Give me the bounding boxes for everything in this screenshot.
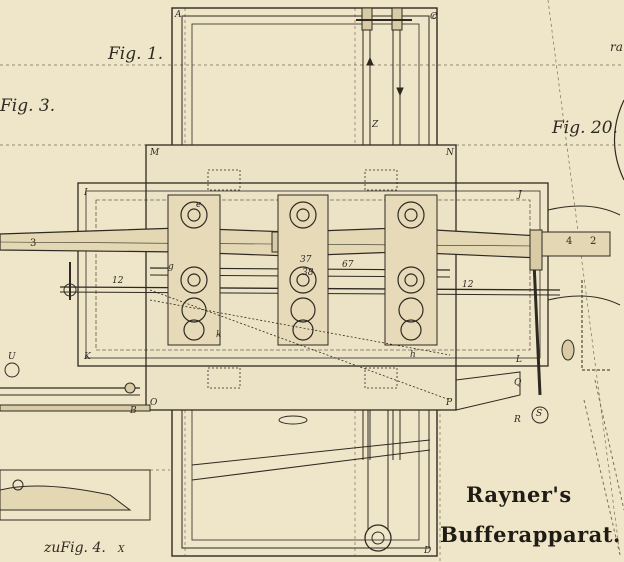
label-3: 3 [30, 238, 37, 249]
label-2: 2 [590, 236, 597, 247]
label-N: N [446, 148, 454, 158]
bracket-dashes [149, 169, 451, 401]
title-line-2: Bufferapparat. [440, 522, 621, 547]
label-k: k [216, 330, 222, 340]
left-parts [0, 262, 151, 521]
label-e: e [196, 200, 202, 210]
label-D: D [424, 546, 432, 556]
label-37: 37 [300, 255, 312, 265]
label-I: I [84, 188, 88, 198]
label-P: P [446, 398, 453, 408]
label-J: J [518, 190, 522, 200]
label-K: K [84, 352, 91, 362]
spring-blocks [167, 194, 438, 346]
label-38: 38 [302, 268, 314, 278]
label-A: A [175, 10, 182, 20]
fig-1-label: Fig. 1. [108, 44, 164, 64]
label-B: B [130, 406, 137, 416]
label-Q: Q [514, 378, 522, 388]
fig-4-label: zuFig. 4. [44, 540, 106, 556]
label-M: M [150, 148, 160, 158]
label-12-right: 12 [462, 280, 474, 290]
label-Z: Z [372, 120, 379, 130]
fig-3-label: Fig. 3. [0, 96, 56, 116]
fig-20-label: Fig. 20. [552, 118, 618, 138]
label-U: U [8, 352, 16, 362]
label-X: X [118, 545, 125, 555]
label-C: C [430, 12, 437, 22]
label-ra: ra [610, 40, 623, 54]
title-line-1: Rayner's [466, 482, 572, 507]
label-67: 67 [342, 260, 354, 270]
label-L: L [516, 355, 522, 365]
label-R: R [514, 415, 521, 425]
label-g: g [168, 262, 174, 272]
label-O: O [150, 398, 158, 408]
label-S: S [536, 409, 543, 419]
label-c: c [432, 12, 438, 22]
label-4: 4 [566, 236, 573, 247]
lever [455, 229, 549, 424]
label-12-left: 12 [112, 276, 124, 286]
lower-pulley [191, 410, 431, 552]
label-h: h [410, 350, 416, 360]
